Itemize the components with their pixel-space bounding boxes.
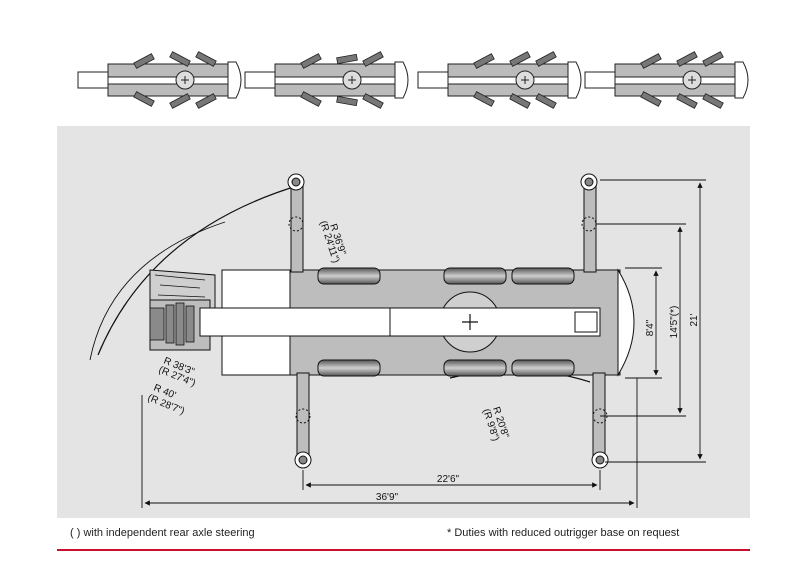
arc-outer (97, 184, 301, 356)
label-overall-length: 36'9" (376, 492, 399, 503)
label-wheelbase-span: 22'6" (437, 474, 460, 485)
dimension-lines (141, 179, 706, 508)
steering-mode-4 (584, 51, 749, 109)
footer-accent-rule (57, 549, 750, 551)
label-outrigger-full: 21' (689, 313, 700, 326)
crane-carrier (199, 268, 635, 377)
steering-mode-1 (77, 51, 242, 109)
footnote-rear-axle-steering: ( ) with independent rear axle steering (70, 527, 255, 539)
steering-mode-3 (417, 51, 582, 109)
label-width-carrier: 8'4" (645, 319, 656, 336)
outriggers (287, 173, 609, 469)
label-outrigger-reduced: 14'5"(*) (669, 306, 680, 339)
arc-outer-2 (89, 221, 226, 361)
wheels (317, 267, 575, 377)
footnote-reduced-outrigger: * Duties with reduced outrigger base on … (447, 527, 680, 539)
center-mark (462, 314, 478, 330)
steering-mode-2 (244, 51, 409, 109)
